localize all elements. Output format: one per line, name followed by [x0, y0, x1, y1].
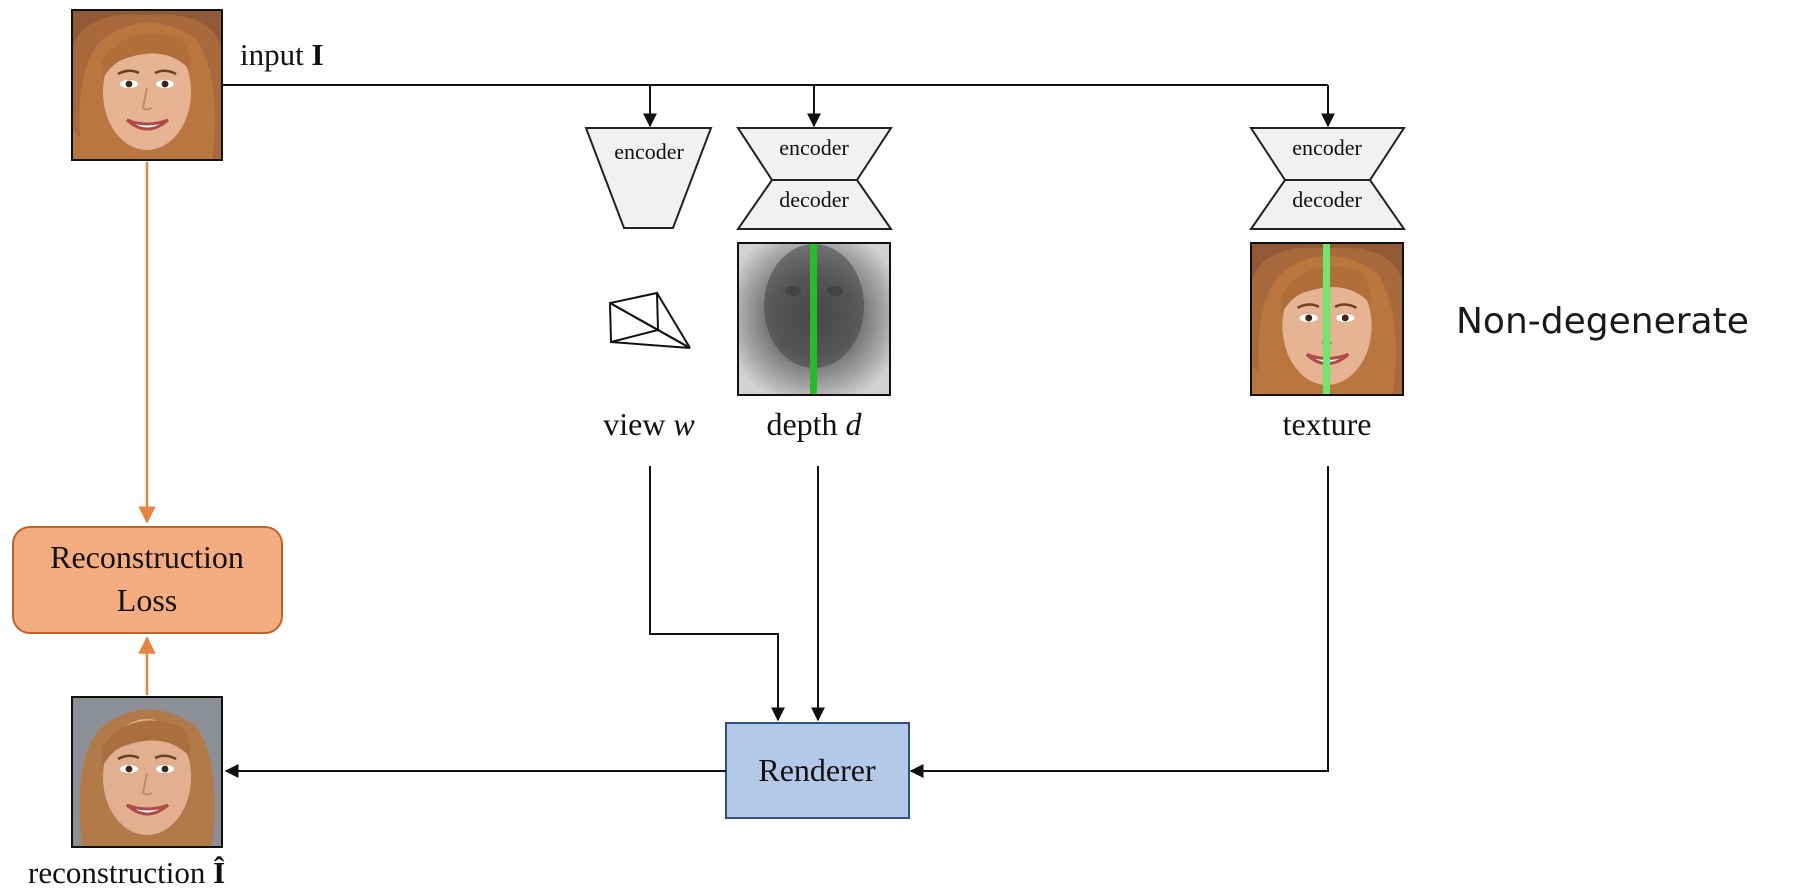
svg-text:decoder: decoder	[1292, 187, 1362, 212]
texture-encoder-decoder: encoder decoder	[1249, 127, 1406, 230]
renderer-box: Renderer	[725, 722, 910, 819]
status-text: Non-degenerate	[1456, 301, 1749, 342]
svg-text:Renderer: Renderer	[758, 752, 876, 788]
depth-map-image	[737, 242, 891, 396]
depth-encoder-decoder: encoder decoder	[736, 127, 893, 230]
reconstruction-loss-box: Reconstruction Loss	[12, 526, 283, 634]
reconstruction-label: reconstruction Î	[28, 855, 225, 888]
svg-text:encoder: encoder	[779, 135, 849, 160]
renderer-inputs	[649, 466, 1329, 778]
view-encoder: encoder	[584, 127, 713, 229]
input-label: input I	[240, 37, 324, 72]
svg-text:decoder: decoder	[779, 187, 849, 212]
texture-image	[1250, 242, 1404, 396]
input-image	[71, 9, 223, 161]
input-bus	[222, 84, 1335, 128]
view-label: view w	[603, 406, 695, 442]
reconstruction-image	[71, 696, 223, 848]
camera-frustum-icon	[608, 291, 691, 349]
svg-text:Loss: Loss	[117, 582, 177, 618]
svg-text:Reconstruction: Reconstruction	[50, 539, 244, 575]
svg-text:encoder: encoder	[1292, 135, 1362, 160]
depth-label: depth d	[766, 406, 862, 442]
svg-text:encoder: encoder	[614, 139, 684, 164]
texture-label: texture	[1283, 406, 1372, 442]
